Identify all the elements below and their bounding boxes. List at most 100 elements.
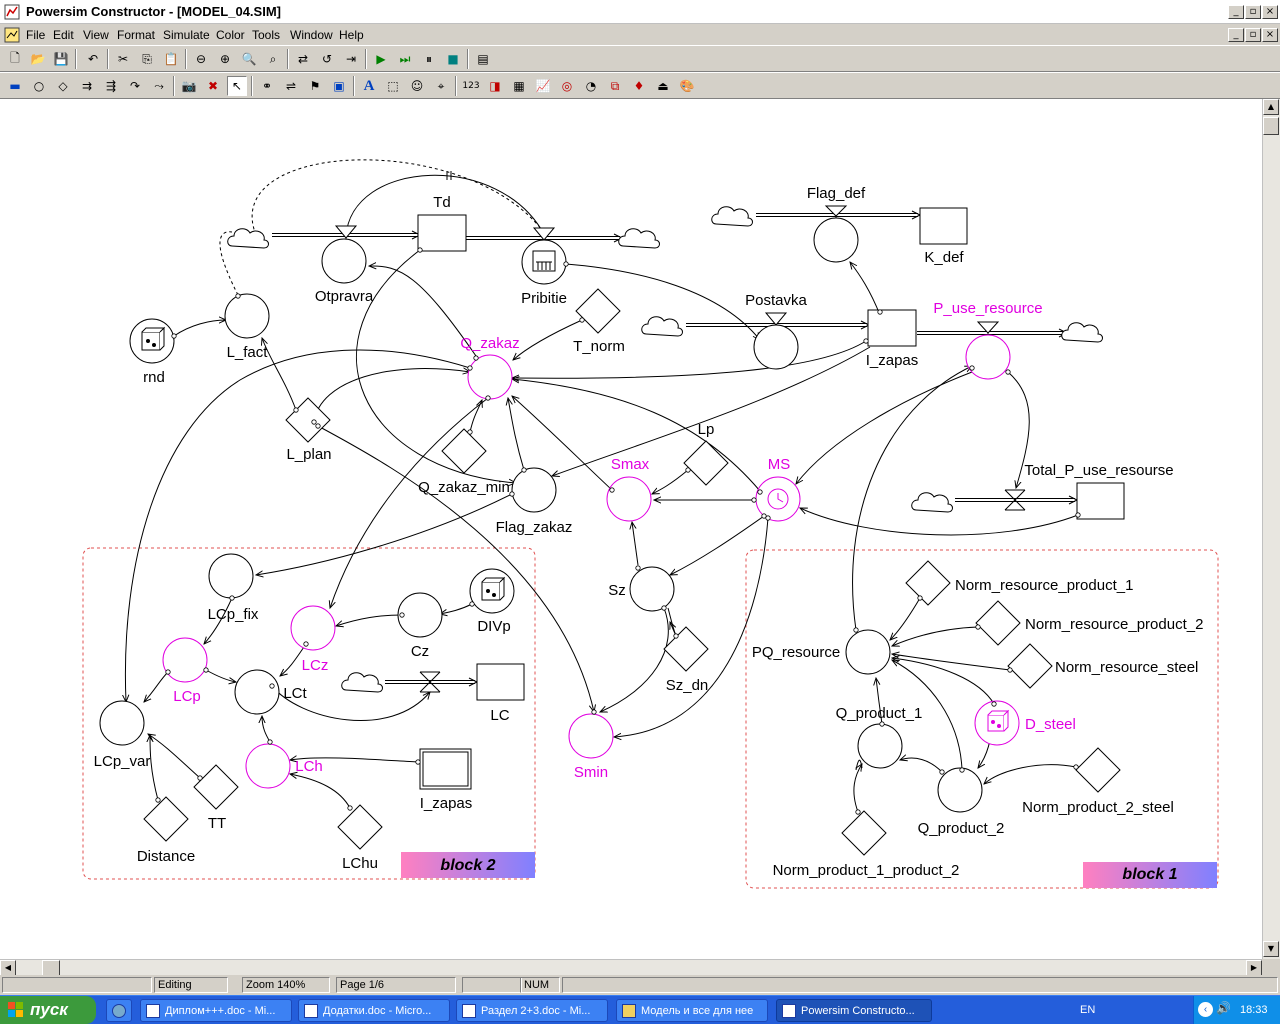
block-1-frame[interactable] <box>745 549 1219 889</box>
menu-window[interactable]: Window <box>290 28 333 42</box>
menu-tools[interactable]: Tools <box>252 28 281 42</box>
info-link-tool-icon[interactable]: ⤳ <box>154 78 164 93</box>
aux-lcp-var[interactable] <box>99 700 145 746</box>
start-button[interactable]: пуск <box>0 996 96 1024</box>
run-icon[interactable]: ▶ <box>376 52 386 66</box>
menu-edit[interactable]: Edit <box>53 28 74 42</box>
const-l-plan[interactable] <box>285 397 331 443</box>
task-dodatki[interactable]: Додатки.doc - Micro... <box>298 999 450 1022</box>
const-norm-resource-steel[interactable] <box>1007 643 1053 689</box>
slider-icon[interactable]: ◨ <box>489 79 501 93</box>
aux-q-zakaz[interactable] <box>467 354 513 400</box>
link-tool-icon[interactable]: ↷ <box>129 79 141 93</box>
vertical-scroll-thumb[interactable] <box>1263 117 1279 135</box>
reset-icon[interactable]: ↺ <box>321 52 333 66</box>
color-icon[interactable]: 🎨 <box>679 79 695 93</box>
level-td[interactable] <box>417 214 467 252</box>
horizontal-scrollbar[interactable]: ◀ ▶ <box>0 959 1262 976</box>
aux-l-fact[interactable] <box>224 293 270 339</box>
scroll-down-button[interactable]: ▼ <box>1263 941 1279 957</box>
quicklaunch-ie-icon[interactable] <box>106 999 132 1022</box>
language-indicator[interactable]: EN <box>1080 1004 1096 1016</box>
aux-lch[interactable] <box>245 743 291 789</box>
aux-lcz[interactable] <box>290 605 336 651</box>
paste-icon[interactable]: 📋 <box>163 52 179 66</box>
switch-icon[interactable]: ⧉ <box>610 78 620 93</box>
menu-help[interactable]: Help <box>339 28 364 42</box>
camera-icon[interactable]: 📷 <box>181 79 197 93</box>
aux-q-product-2[interactable] <box>937 767 983 813</box>
diamond-icon[interactable]: ♦ <box>633 79 645 93</box>
level-i-zapas[interactable] <box>867 309 917 347</box>
flow-tool-icon[interactable]: ⇉ <box>81 79 93 93</box>
const-norm-resource-product-2[interactable] <box>975 600 1021 646</box>
model-diagram[interactable]: block 2 block 1 <box>0 99 1262 959</box>
reference-icon[interactable]: ⇌ <box>285 79 297 93</box>
copy-icon[interactable]: ⎘ <box>142 51 152 66</box>
aux-lcp-fix[interactable] <box>208 553 254 599</box>
aux-sz[interactable] <box>629 566 675 612</box>
level-tool-icon[interactable]: ▬ <box>9 79 21 93</box>
constant-tool-icon[interactable]: ◇ <box>58 79 68 93</box>
save-icon[interactable]: 💾 <box>53 52 69 66</box>
dependency-tool-icon[interactable]: ⌖ <box>437 78 445 93</box>
undo-icon[interactable]: ↶ <box>87 52 99 66</box>
const-lchu[interactable] <box>337 804 383 850</box>
task-folder[interactable]: Модель и все для нее <box>616 999 768 1022</box>
zoom-in-icon[interactable]: ⊕ <box>219 52 231 66</box>
task-diplom[interactable]: Диплом+++.doc - Mi... <box>140 999 292 1022</box>
const-norm-product-1-product-2[interactable] <box>841 810 887 856</box>
const-t-norm[interactable] <box>575 288 621 334</box>
aux-flag-def[interactable] <box>813 217 859 263</box>
const-norm-product-2-steel[interactable] <box>1075 747 1121 793</box>
open-icon[interactable]: 📂 <box>30 52 46 66</box>
gauge-icon[interactable]: ◔ <box>585 79 597 93</box>
step-forward-icon[interactable]: ⏭ <box>399 51 411 66</box>
aux-postavka[interactable] <box>753 324 799 370</box>
time-graph-icon[interactable]: 📈 <box>535 79 551 93</box>
block-2-frame[interactable] <box>82 547 536 880</box>
menu-color[interactable]: Color <box>216 28 245 42</box>
button-icon[interactable]: ⏏ <box>657 79 669 93</box>
cut-icon[interactable]: ✂ <box>117 52 129 66</box>
stop-icon[interactable]: ■ <box>447 52 459 66</box>
step-icon[interactable]: ⇥ <box>345 52 357 66</box>
zoom-out-icon[interactable]: ⊖ <box>195 52 207 66</box>
xy-graph-icon[interactable]: ◎ <box>561 79 573 93</box>
volume-icon[interactable]: 🔊 <box>1216 1001 1231 1015</box>
minimize-button[interactable]: _ <box>1228 5 1244 19</box>
table-icon[interactable]: ▦ <box>513 79 525 93</box>
frame-tool-icon[interactable]: ⬚ <box>387 79 399 93</box>
number-display-icon[interactable]: 123 <box>462 81 480 91</box>
menu-view[interactable]: View <box>83 28 109 42</box>
aux-flag-zakaz[interactable] <box>511 467 557 513</box>
flag-icon[interactable]: ⚑ <box>309 79 321 93</box>
snapshot-icon[interactable]: ⚭ <box>261 79 273 93</box>
const-lp[interactable] <box>683 440 729 486</box>
menu-format[interactable]: Format <box>117 28 156 42</box>
scroll-up-button[interactable]: ▲ <box>1263 99 1279 115</box>
auxiliary-tool-icon[interactable]: ○ <box>33 79 45 93</box>
vertical-scrollbar[interactable]: ▲ ▼ <box>1262 99 1280 959</box>
aux-cz[interactable] <box>397 592 443 638</box>
palette-icon[interactable]: ▣ <box>333 79 345 93</box>
portrait-tool-icon[interactable]: ☺ <box>410 79 424 93</box>
clock[interactable]: 18:33 <box>1240 1004 1268 1016</box>
pointer-icon[interactable]: ↖ <box>227 76 247 96</box>
close-button[interactable]: × <box>1262 5 1278 19</box>
aux-otpravra[interactable] <box>321 238 367 284</box>
doc-restore-button[interactable]: ▫ <box>1245 28 1261 42</box>
aux-lct[interactable] <box>234 669 280 715</box>
doc-minimize-button[interactable]: _ <box>1228 28 1244 42</box>
new-icon[interactable]: 🗋 <box>10 50 20 65</box>
aux-pq-resource[interactable] <box>845 629 891 675</box>
const-norm-resource-product-1[interactable] <box>905 560 951 606</box>
properties-icon[interactable]: ▤ <box>477 52 489 66</box>
scroll-left-button[interactable]: ◀ <box>0 960 16 976</box>
document-icon[interactable] <box>4 27 20 43</box>
task-razdel[interactable]: Раздел 2+3.doc - Mi... <box>456 999 608 1022</box>
level-k-def[interactable] <box>919 207 968 245</box>
level-lc[interactable] <box>476 663 525 701</box>
const-tt[interactable] <box>193 764 239 810</box>
menu-simulate[interactable]: Simulate <box>163 28 210 42</box>
